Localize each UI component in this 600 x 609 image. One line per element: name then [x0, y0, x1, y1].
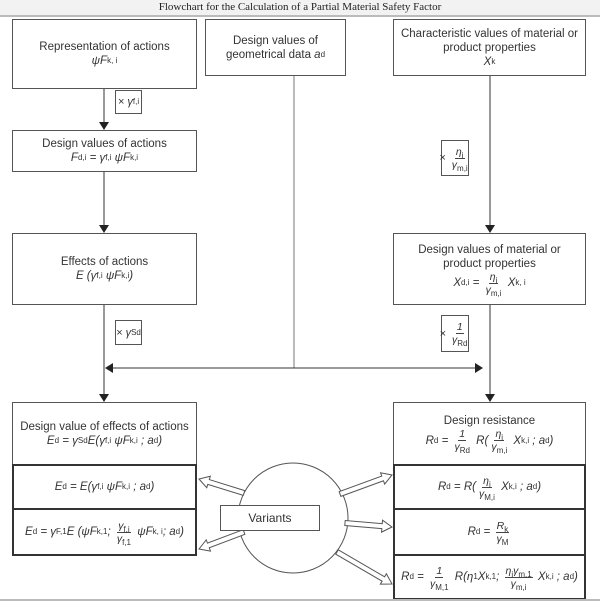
box-label: Effects of actions: [60, 256, 149, 268]
characteristic-values-box: Characteristic values of material or pro…: [393, 19, 586, 76]
variants-box: Variants: [220, 505, 320, 531]
bottom-rule: [0, 599, 600, 601]
variant-arrow-resistance-3: [335, 549, 393, 585]
design-values-material-box: Design values of material or product pro…: [393, 233, 586, 305]
box-label: product properties: [443, 257, 536, 270]
variant-arrow-resistance-1: [338, 472, 393, 497]
box-label: Design values of: [232, 34, 319, 47]
box-label: product properties: [443, 41, 536, 54]
box-label: Design values of actions: [42, 138, 167, 150]
variant-arrow-effects-1: [198, 475, 246, 497]
box-label: geometrical data: [225, 48, 315, 61]
variants-label: Variants: [248, 511, 292, 525]
box-label: Design values of material or: [418, 243, 561, 256]
box-label: Characteristic values of material or: [400, 27, 579, 40]
box-label: Design value of effects of actions: [20, 420, 189, 433]
variant-arrow-effects-2: [198, 529, 246, 552]
diagram-title: Flowchart for the Calculation of a Parti…: [0, 0, 600, 17]
box-label: Design resistance: [443, 415, 536, 427]
variant-arrow-resistance-2: [344, 519, 393, 533]
box-label: Representation of actions: [39, 41, 170, 53]
